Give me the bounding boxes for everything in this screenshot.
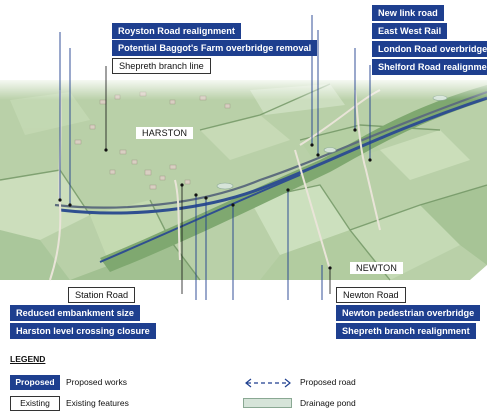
royston-road-realignment-callout: Royston Road realignment — [112, 23, 241, 39]
shepreth-branch-line-callout: Shepreth branch line — [112, 58, 211, 74]
shepreth-branch-realignment-callout: Shepreth branch realignment — [336, 323, 476, 339]
drainage-pond-swatch — [243, 398, 292, 408]
legend-proposed-desc: Proposed works — [66, 377, 127, 387]
map-illustration — [0, 15, 487, 300]
newton-label: NEWTON — [350, 262, 404, 274]
london-road-overbridge-callout: London Road overbridge — [372, 41, 487, 57]
existing-railway — [54, 90, 487, 209]
legend-proposed-swatch: Proposed — [10, 375, 60, 390]
leader-lines-existing — [105, 66, 331, 294]
station-road-callout: Station Road — [68, 287, 136, 303]
newton-road-callout: Newton Road — [336, 287, 406, 303]
aerial-map: HARSTON NEWTON — [0, 15, 487, 300]
shelford-road-realignment-callout: Shelford Road realignment — [372, 59, 487, 75]
leader-lines — [59, 15, 371, 300]
leader-dots — [58, 128, 372, 270]
harston-level-crossing-closure-callout: Harston level crossing closure — [10, 323, 156, 339]
reduced-embankment-size-callout: Reduced embankment size — [10, 305, 140, 321]
baggots-farm-overbridge-callout: Potential Baggot's Farm overbridge remov… — [112, 40, 318, 56]
east-west-rail-line — [59, 96, 487, 215]
legend-title: LEGEND — [10, 354, 46, 364]
east-west-rail-callout: East West Rail — [372, 23, 448, 39]
legend-proposed-road-label: Proposed road — [300, 377, 356, 387]
proposed-road-line-icon — [245, 378, 291, 388]
new-link-road-callout: New link road — [372, 5, 444, 21]
legend-drainage-pond-label: Drainage pond — [300, 398, 356, 408]
shepreth-branch — [99, 174, 301, 263]
newton-pedestrian-overbridge-callout: Newton pedestrian overbridge — [336, 305, 481, 321]
roads — [49, 89, 381, 281]
harston-label: HARSTON — [136, 127, 194, 139]
legend-existing-swatch: Existing — [10, 396, 60, 411]
legend-existing-desc: Existing features — [66, 398, 129, 408]
